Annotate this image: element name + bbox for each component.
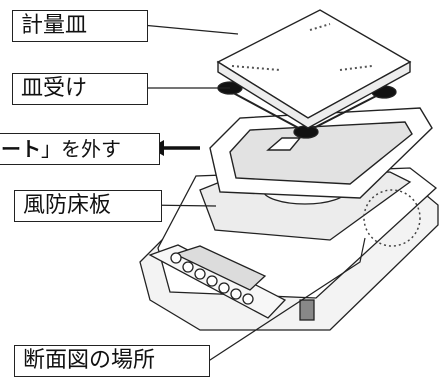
- pan-label: 計量皿: [12, 10, 148, 42]
- floor-plate-label: 風防床板: [14, 190, 162, 222]
- pan-support-label-text: 皿受け: [21, 76, 88, 101]
- remove-instruction-prefix: ート: [1, 137, 41, 161]
- pan-label-text: 計量皿: [21, 13, 88, 38]
- section-location-label: 断面図の場所: [14, 345, 210, 377]
- floor-plate: [209, 107, 433, 199]
- weighing-pan: [216, 9, 412, 129]
- pan-support-label: 皿受け: [12, 73, 148, 105]
- remove-instruction-label: ート」を外す: [0, 133, 160, 165]
- floor-plate-label-text: 風防床板: [23, 193, 112, 218]
- section-location-label-text: 断面図の場所: [23, 348, 156, 373]
- section-highlight-circle: [363, 189, 421, 247]
- remove-instruction-suffix: 」を外す: [41, 137, 121, 161]
- panel-buttons: [170, 252, 254, 305]
